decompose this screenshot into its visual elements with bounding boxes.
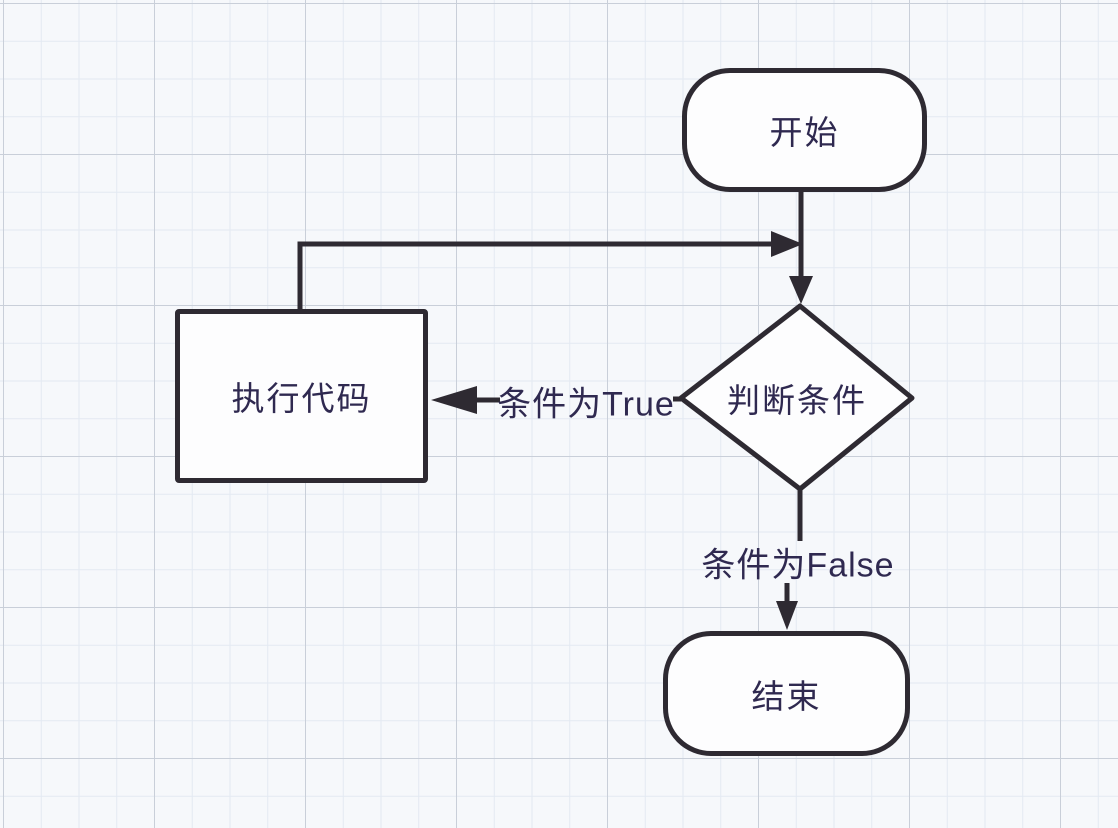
process-node: 执行代码 <box>175 309 428 483</box>
arrowhead-into-process <box>431 386 477 414</box>
edge-label-true: 条件为True <box>497 385 675 424</box>
process-node-label: 执行代码 <box>231 380 372 417</box>
edge-process-to-decision-line <box>297 241 773 310</box>
decision-node-label: 判断条件 <box>727 382 867 419</box>
arrowhead-into-end <box>776 601 798 630</box>
start-node-label: 开始 <box>769 114 840 151</box>
end-node-label: 结束 <box>751 677 822 715</box>
edge-label-false: 条件为False <box>701 546 895 585</box>
decision-node-shape <box>678 303 915 492</box>
arrowhead-loop-junction <box>771 231 803 257</box>
start-node: 开始 <box>682 68 927 192</box>
arrowhead-into-decision <box>789 276 813 304</box>
end-node: 结束 <box>663 631 910 756</box>
